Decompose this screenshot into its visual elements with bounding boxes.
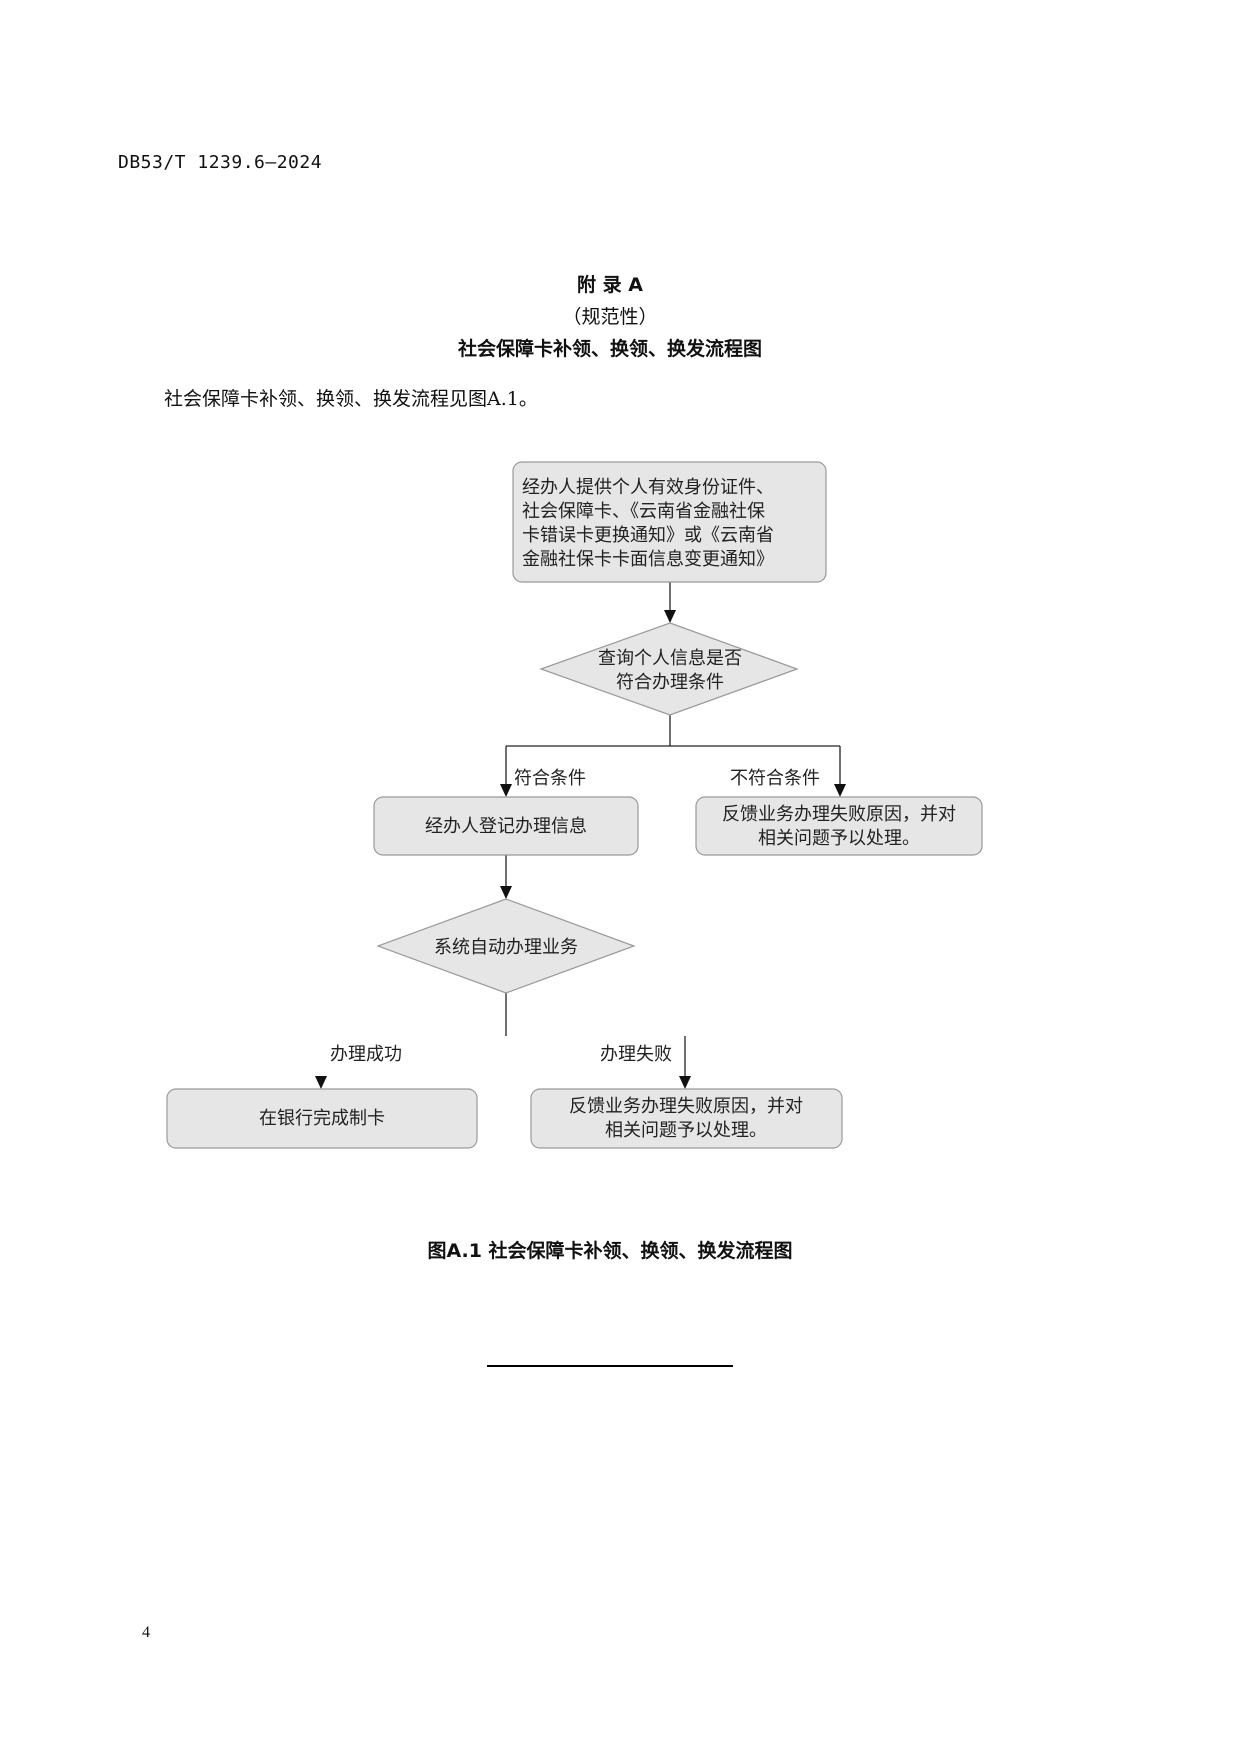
start-line: 卡错误卡更换通知》或《云南省 [522,525,774,546]
arrowheads [315,610,846,1089]
page-number: 4 [142,1624,150,1641]
fail-box-1: 反馈业务办理失败原因，并对 相关问题予以处理。 [695,796,983,856]
arrow-icon [664,610,676,623]
connectors [505,582,841,1076]
appendix-title: 社会保障卡补领、换领、换发流程图 [457,338,762,360]
start-line: 经办人提供个人有效身份证件、 [522,477,774,498]
start-line: 社会保障卡、《云南省金融社保 [522,501,765,522]
arrow-icon [834,784,846,797]
fail-box-2: 反馈业务办理失败原因，并对 相关问题予以处理。 [530,1088,843,1149]
register-box: 经办人登记办理信息 [373,796,639,856]
success-label: 办理成功 [330,1044,402,1065]
arrow-icon [500,886,512,899]
no-label: 不符合条件 [730,768,820,789]
success-text: 在银行完成制卡 [259,1108,385,1129]
register-text: 经办人登记办理信息 [425,816,587,837]
decision2-text: 系统自动办理业务 [434,937,578,958]
start-box: 经办人提供个人有效身份证件、 社会保障卡、《云南省金融社保 卡错误卡更换通知》或… [512,461,827,583]
figure-caption: 图A.1 社会保障卡补领、换领、换发流程图 [427,1240,793,1262]
decision-line: 符合办理条件 [616,672,724,693]
failure-label: 办理失败 [600,1044,672,1065]
yes-label: 符合条件 [514,768,586,789]
arrow-icon [315,1076,327,1089]
appendix-nature: （规范性） [562,306,658,328]
decision-eligibility: 查询个人信息是否 符合办理条件 [539,622,799,716]
decision-line: 查询个人信息是否 [598,648,742,669]
fail-line: 反馈业务办理失败原因，并对 [722,804,956,825]
appendix-label: 附 录 A [577,274,643,296]
arrow-icon [500,784,512,797]
body-paragraph: 社会保障卡补领、换领、换发流程见图A.1。 [164,388,538,410]
end-rule [487,1365,733,1367]
success-box: 在银行完成制卡 [166,1088,478,1149]
fail-line: 反馈业务办理失败原因，并对 [569,1096,803,1117]
decision-system: 系统自动办理业务 [376,898,636,994]
start-line: 金融社保卡卡面信息变更通知》 [522,549,774,570]
arrow-icon [679,1076,691,1089]
fail-line: 相关问题予以处理。 [605,1120,767,1141]
document-code: DB53/T 1239.6—2024 [118,152,323,173]
fail-line: 相关问题予以处理。 [758,828,920,849]
